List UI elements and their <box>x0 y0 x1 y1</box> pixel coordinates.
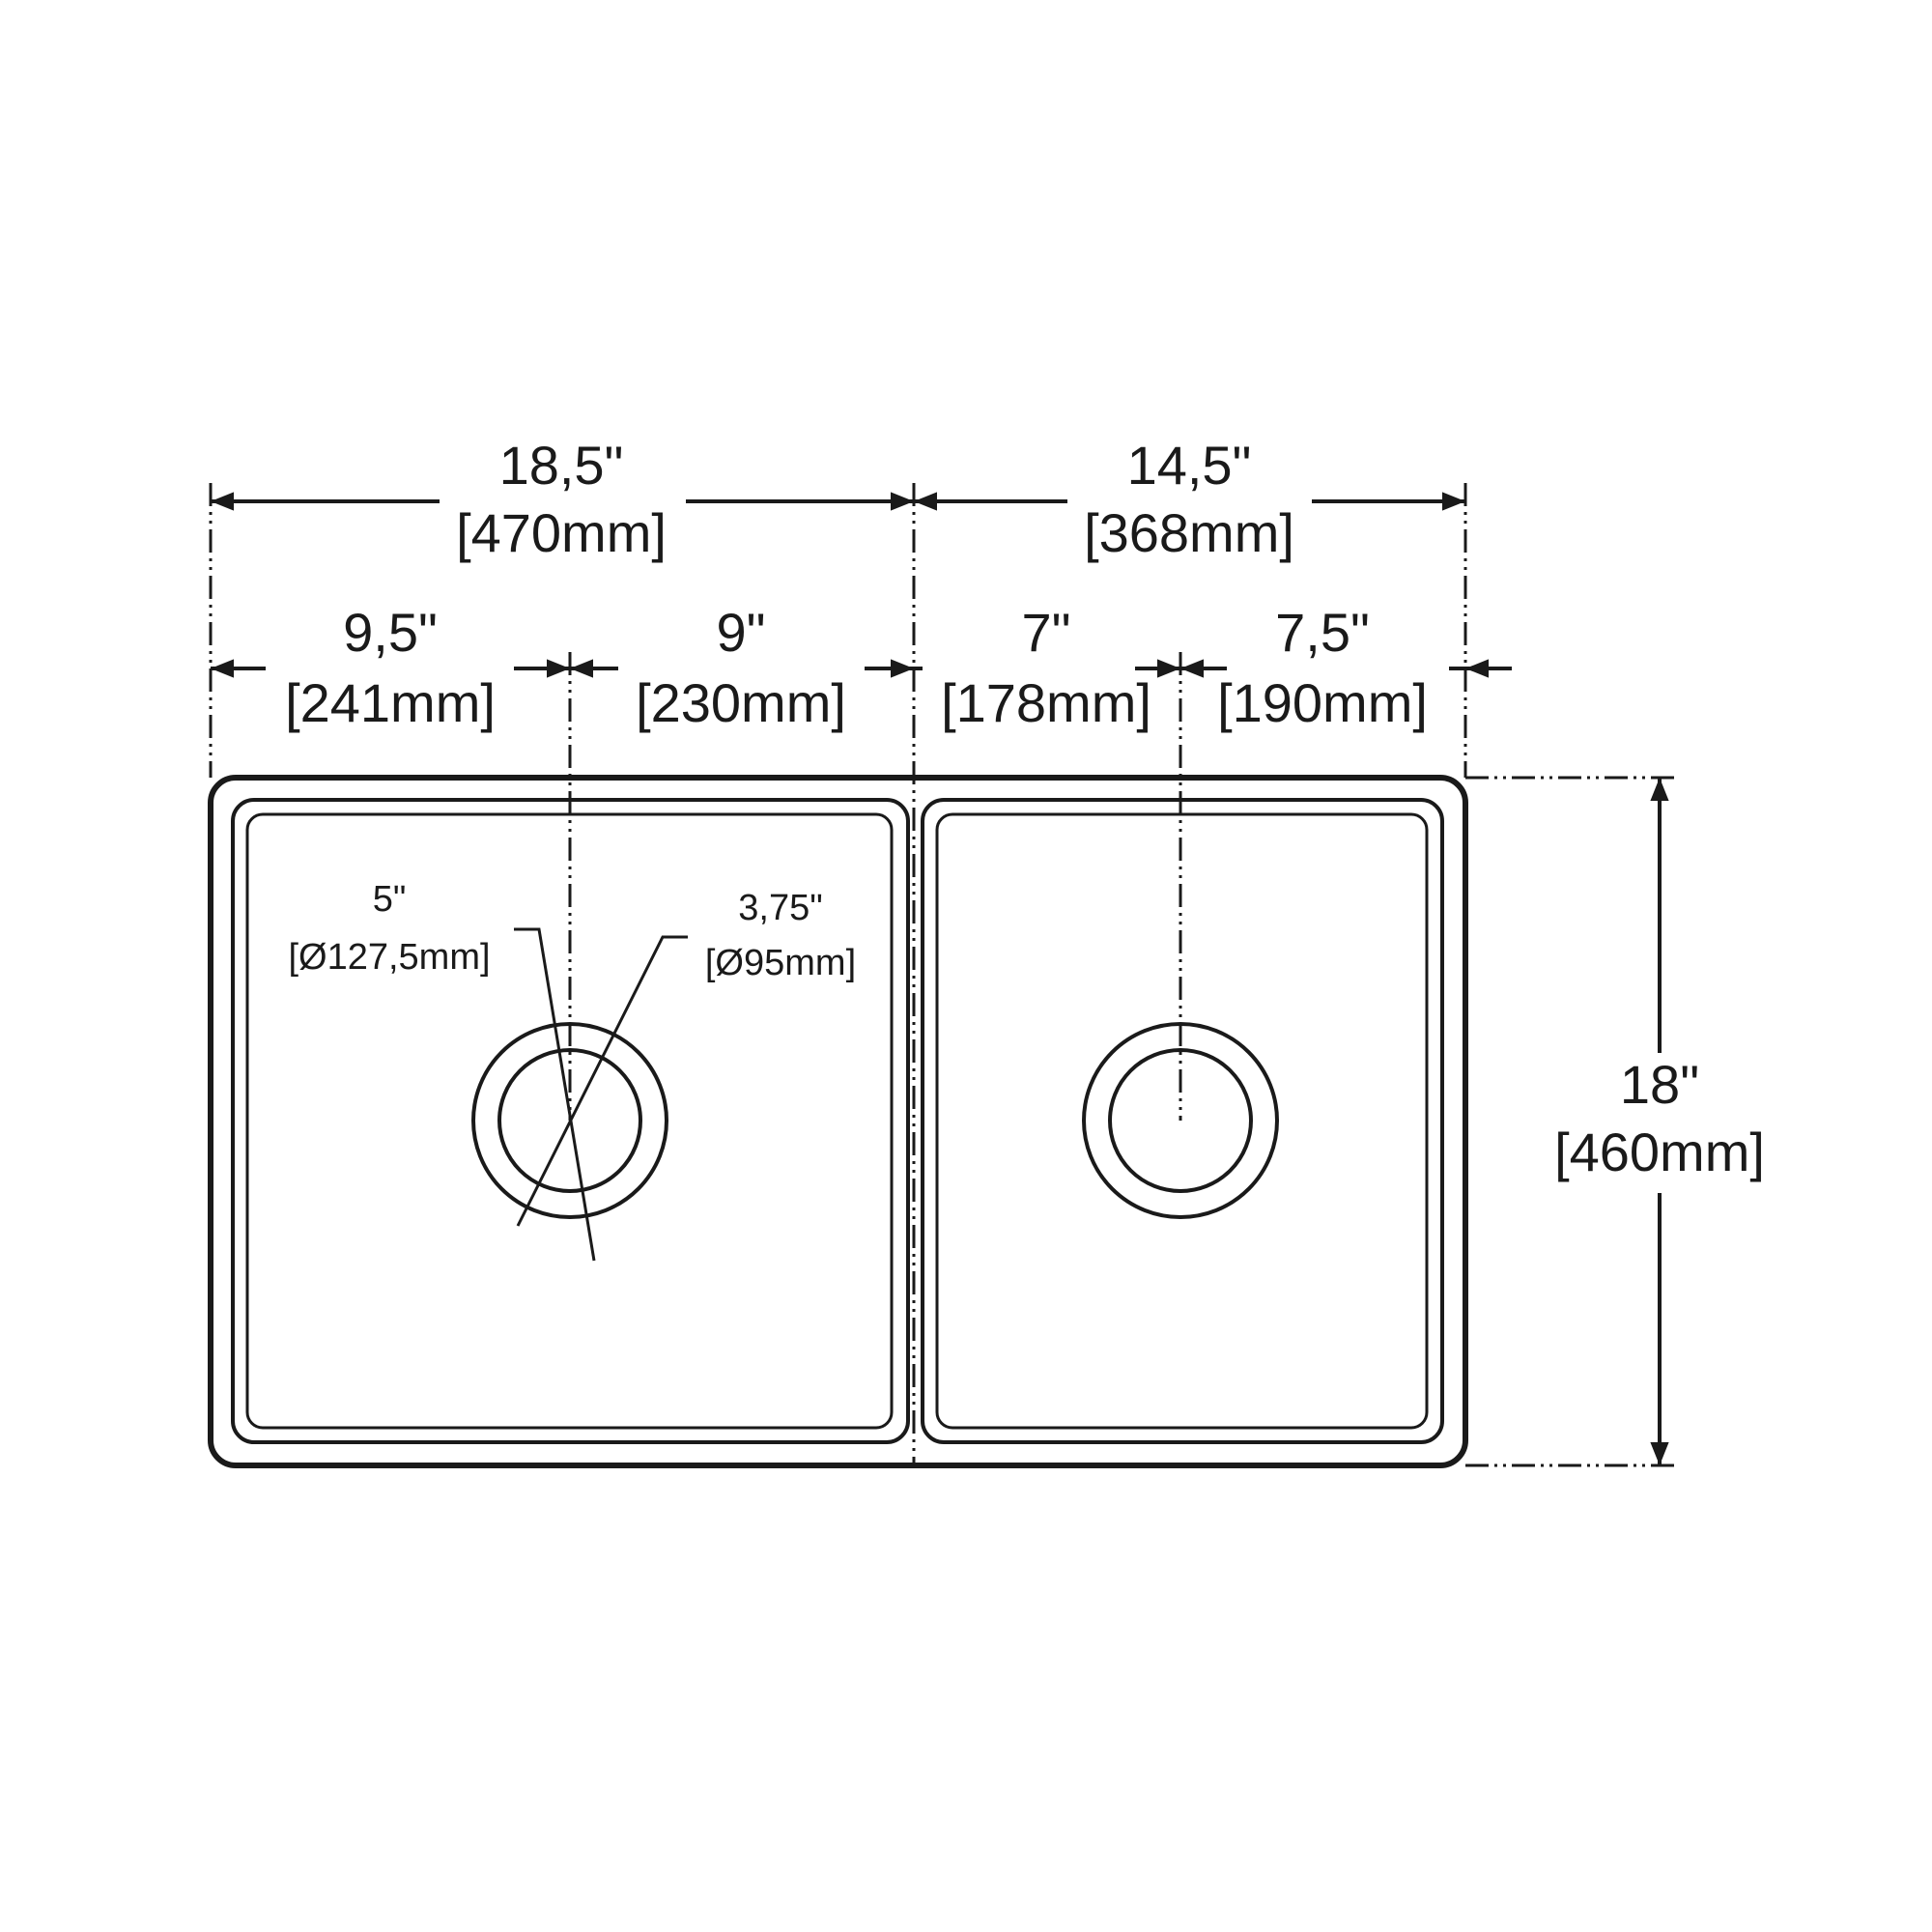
drain-inner-inch-label: 3,75" <box>738 888 822 928</box>
left-a-mm-label: [241mm] <box>285 672 496 733</box>
right-total-inch-label: 14,5" <box>1127 435 1252 496</box>
right-a-inch-label: 7" <box>1021 602 1070 663</box>
right-b-inch-label: 7,5" <box>1275 602 1370 663</box>
left-total-inch-label: 18,5" <box>499 435 624 496</box>
drain-inner-mm-label: [Ø95mm] <box>705 943 856 983</box>
left-b-mm-label: [230mm] <box>636 672 846 733</box>
drain-outer-inch-label: 5" <box>373 879 407 920</box>
extension-lines <box>209 483 1676 1467</box>
right-b-mm-label: [190mm] <box>1217 672 1428 733</box>
right-a-mm-label: [178mm] <box>941 672 1151 733</box>
depth-inch-label: 18" <box>1620 1054 1699 1115</box>
drain-leader-lines <box>514 927 688 1262</box>
depth-mm-label: [460mm] <box>1554 1122 1765 1182</box>
left-a-inch-label: 9,5" <box>343 602 438 663</box>
drain-outer-mm-label: [Ø127,5mm] <box>288 937 490 978</box>
left-total-mm-label: [470mm] <box>456 502 667 563</box>
left-drain <box>471 1022 668 1219</box>
right-total-mm-label: [368mm] <box>1084 502 1294 563</box>
left-b-inch-label: 9" <box>716 602 765 663</box>
right-drain <box>1082 1022 1279 1219</box>
sink-outline <box>208 775 1468 1468</box>
